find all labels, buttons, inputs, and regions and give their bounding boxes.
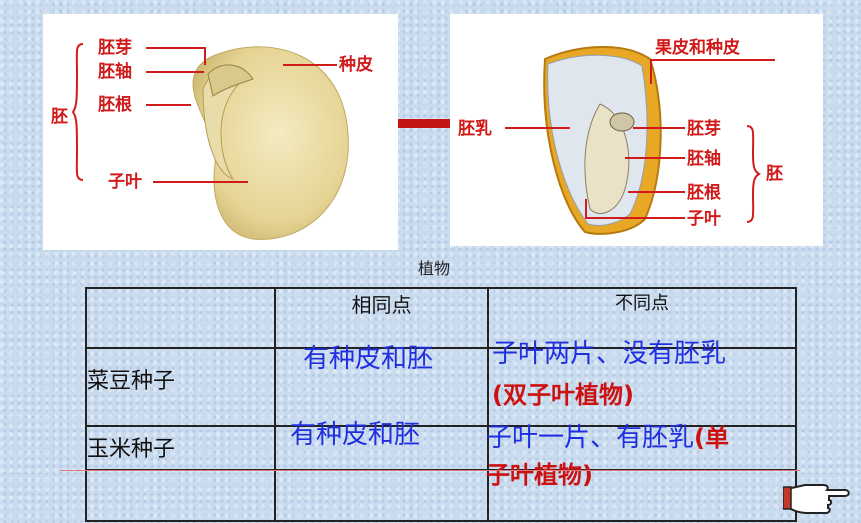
row2-same-text: 有种皮和胚 — [290, 420, 421, 450]
label-peizhou: 胚轴 — [98, 62, 132, 82]
row2-diff-cell — [487, 425, 797, 471]
leader-peizhou — [146, 71, 204, 73]
label-peigen: 胚根 — [98, 95, 132, 115]
leader-r-ziye-v — [585, 199, 587, 219]
leader-zhongpi — [283, 64, 337, 66]
header-diff: 不同点 — [487, 287, 797, 349]
leader-guopi — [650, 59, 652, 84]
row2-diff-blue: 子叶一片、有胚乳 — [486, 423, 695, 453]
label-ziye: 子叶 — [108, 172, 142, 192]
label-r-peigen: 胚根 — [687, 183, 721, 203]
label-peiru: 胚乳 — [458, 119, 492, 139]
leader-ziye — [153, 181, 248, 183]
table-row: 菜豆种子 — [85, 347, 797, 427]
leader-r-peizhou — [625, 157, 685, 159]
label-r-ziye: 子叶 — [687, 209, 721, 229]
label-peiya: 胚芽 — [98, 38, 132, 58]
row1-diff-blue: 子叶两片、没有胚乳 — [492, 339, 727, 369]
right-brace-icon — [746, 125, 761, 223]
brace-icon — [71, 43, 84, 181]
corn-seed-diagram: 果皮和种皮 胚乳 胚芽 胚轴 胚根 子叶 胚 — [450, 14, 823, 246]
caption: 植物 — [418, 259, 451, 278]
row2-same-cell — [274, 425, 489, 471]
leader-guopi-h — [650, 59, 775, 61]
empty-cell — [487, 469, 797, 522]
leader-r-peigen — [628, 191, 685, 193]
row1-diff-cell — [487, 347, 797, 427]
label-zhongpi: 种皮 — [339, 55, 373, 75]
divider-line — [60, 470, 800, 471]
leader-peigen — [146, 104, 191, 106]
header-same: 相同点 — [274, 287, 489, 349]
corn-seed-illustration — [543, 46, 662, 235]
row2-label: 玉米种子 — [85, 425, 276, 471]
row1-diff-red: (双子叶植物) — [492, 381, 634, 409]
row2-diff-red-b: 子叶植物) — [486, 461, 593, 489]
row1-same-cell — [274, 347, 489, 427]
label-r-peizhou: 胚轴 — [687, 149, 721, 169]
label-guopi: 果皮和种皮 — [655, 38, 740, 58]
table-corner-cell — [85, 287, 276, 349]
leader-r-peiya — [633, 127, 685, 129]
leader-peiya — [146, 47, 206, 49]
label-r-pei: 胚 — [766, 164, 783, 184]
row1-label: 菜豆种子 — [85, 347, 276, 427]
bean-seed-illustration — [192, 46, 349, 240]
leader-r-ziye — [585, 217, 685, 219]
empty-cell — [85, 469, 276, 522]
row2-diff-red-a: (单 — [694, 424, 729, 452]
empty-cell — [274, 469, 489, 522]
label-r-peiya: 胚芽 — [687, 119, 721, 139]
label-pei: 胚 — [51, 107, 68, 127]
comparison-table: 相同点 不同点 菜豆种子 玉米种子 — [85, 287, 797, 522]
row1-same-text: 有种皮和胚 — [303, 344, 434, 374]
leader-peiya-v — [204, 47, 206, 65]
pointing-hand-icon[interactable] — [783, 477, 853, 515]
row2-diff-line1: 子叶一片、有胚乳(单 — [486, 418, 729, 453]
connector-bar — [398, 119, 450, 128]
bean-seed-diagram: 胚 胚芽 胚轴 胚根 子叶 种皮 — [43, 14, 398, 250]
leader-peiru — [505, 127, 570, 129]
table-row: 玉米种子 — [85, 425, 797, 471]
